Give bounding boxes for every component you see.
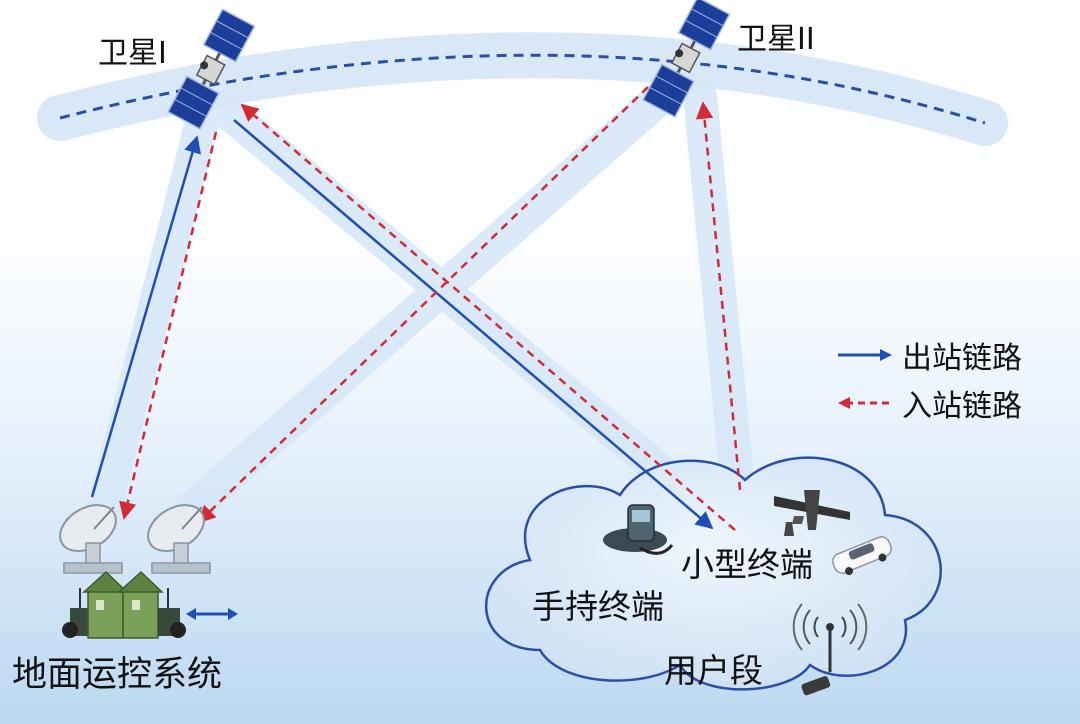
user-segment-label: 用户段 (664, 651, 763, 690)
beam-glows (88, 68, 757, 537)
handheld-terminal-icon (603, 504, 674, 555)
inbound-links (119, 86, 742, 531)
legend-inbound-line (838, 397, 892, 409)
inbound-link-user-to-sat2 (695, 101, 742, 491)
legend-inbound: 入站链路 (836, 388, 1022, 424)
satellite-dish-icon (59, 504, 123, 574)
car-icon (832, 536, 892, 576)
drone-icon (774, 490, 850, 536)
satellite-2-label: 卫星II (737, 22, 815, 57)
ground-station-building-icon (62, 570, 186, 639)
orbit-path (59, 53, 986, 125)
handheld-terminal-label: 手持终端 (532, 587, 664, 626)
legend-outbound-label: 出站链路 (902, 341, 1022, 376)
satellite-icon (167, 8, 256, 130)
bidirectional-arrow-icon (186, 608, 238, 620)
inbound-link-user-to-sat1 (240, 103, 736, 531)
inbound-link-sat1-to-ground (119, 131, 218, 520)
legend-outbound: 出站链路 (836, 340, 1022, 376)
legend-inbound-label: 入站链路 (902, 389, 1022, 424)
satellite-icon (642, 0, 731, 118)
small-terminal-label: 小型终端 (681, 545, 813, 584)
outbound-link-sat1-to-user (233, 119, 714, 530)
outbound-links (90, 119, 714, 530)
satellite-1-label: 卫星I (98, 36, 167, 71)
legend-outbound-line (838, 349, 892, 361)
outbound-link-ground-to-sat1 (90, 135, 201, 498)
inbound-link-sat2-to-ground (197, 86, 649, 524)
radio-antenna-icon (792, 603, 868, 696)
satellite-dish-icon (147, 504, 211, 574)
ground-control-label: 地面运控系统 (12, 655, 223, 695)
